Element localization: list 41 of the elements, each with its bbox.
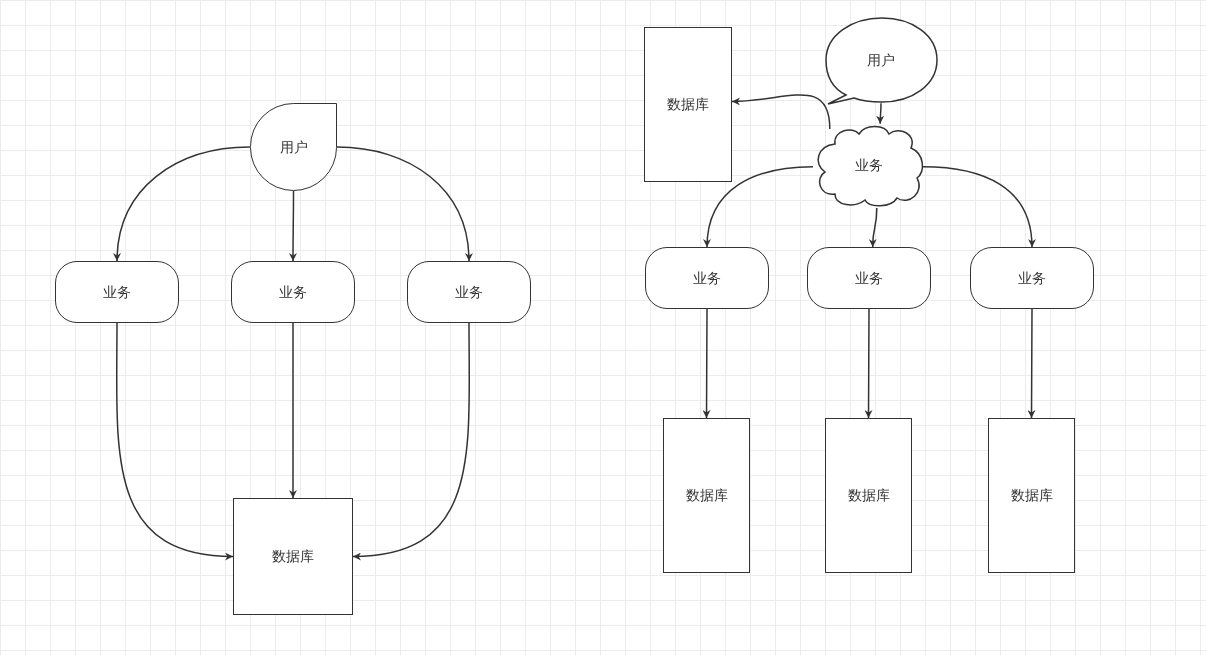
node-label: 业务: [693, 268, 721, 288]
process-pill: [231, 261, 355, 323]
database-box: [663, 418, 750, 573]
arrow: [703, 165, 814, 248]
node-label: 数据库: [667, 95, 709, 114]
database-box: [233, 498, 353, 615]
node-label: 用户: [867, 51, 895, 70]
arrow: [876, 102, 885, 125]
database-box: [825, 418, 912, 573]
arrow: [868, 207, 878, 248]
process-pill: [55, 261, 179, 323]
arrow: [336, 146, 473, 262]
user-shape: [250, 103, 337, 191]
node-label: 业务: [279, 282, 307, 302]
arrow: [289, 322, 297, 499]
arrow: [352, 322, 471, 560]
arrow: [115, 322, 234, 560]
arrow: [864, 308, 873, 419]
database-box: [644, 27, 732, 182]
node-label: 业务: [855, 268, 883, 288]
node-label: 用户: [279, 137, 308, 157]
arrow: [1027, 308, 1036, 419]
process-pill: [645, 247, 769, 309]
database-box: [988, 418, 1075, 573]
arrow: [113, 146, 251, 262]
process-pill: [970, 247, 1094, 309]
arrow: [922, 165, 1036, 248]
node-label: 数据库: [847, 486, 890, 505]
node-label: 数据库: [1010, 486, 1053, 505]
node-label: 数据库: [685, 486, 728, 505]
speech-bubble: [822, 15, 940, 106]
node-label: 业务: [1018, 268, 1046, 288]
process-pill: [807, 247, 931, 309]
process-pill: [407, 261, 531, 323]
node-label: 业务: [455, 282, 483, 302]
arrow: [702, 308, 711, 419]
arrow: [289, 190, 297, 262]
node-label: 业务: [103, 282, 131, 302]
node-label: 数据库: [272, 547, 314, 566]
node-label: 业务: [855, 155, 883, 175]
arrow: [731, 94, 831, 130]
